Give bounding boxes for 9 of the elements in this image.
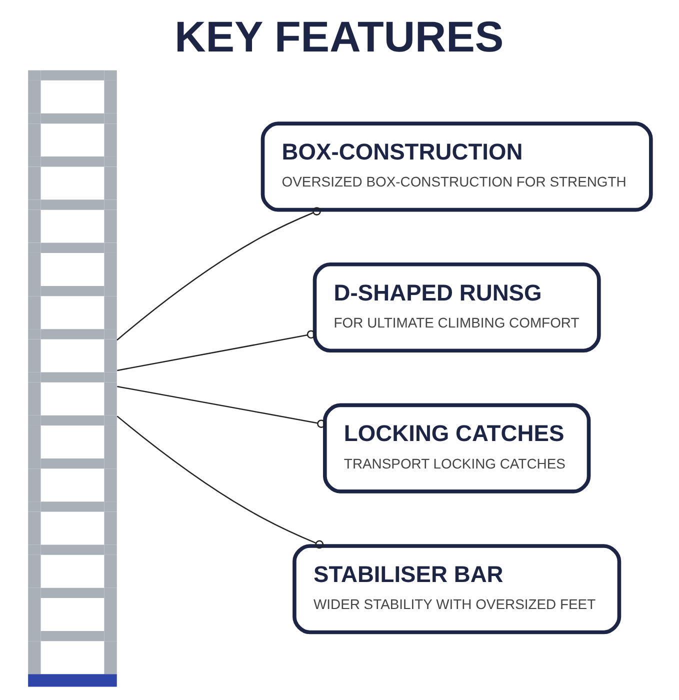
connector [116,416,324,549]
node-box: D-SHAPED RUNSG FOR ULTIMATE CLIMBING COMFORT [312,262,601,353]
node-box: STABILISER BAR WIDER STABILITY WITH OVERSIZED FEET [292,544,622,634]
diagram-title: KEY FEATURES [174,14,504,62]
node-box: LOCKING CATCHES TRANSPORT LOCKING CATCHES [323,403,591,494]
node-box: BOX-CONSTRUCTION OVERSIZED BOX-CONSTRUCTION FOR STRENGTH [260,122,653,212]
connector [117,330,316,372]
connector [117,386,326,428]
connector [116,207,321,341]
